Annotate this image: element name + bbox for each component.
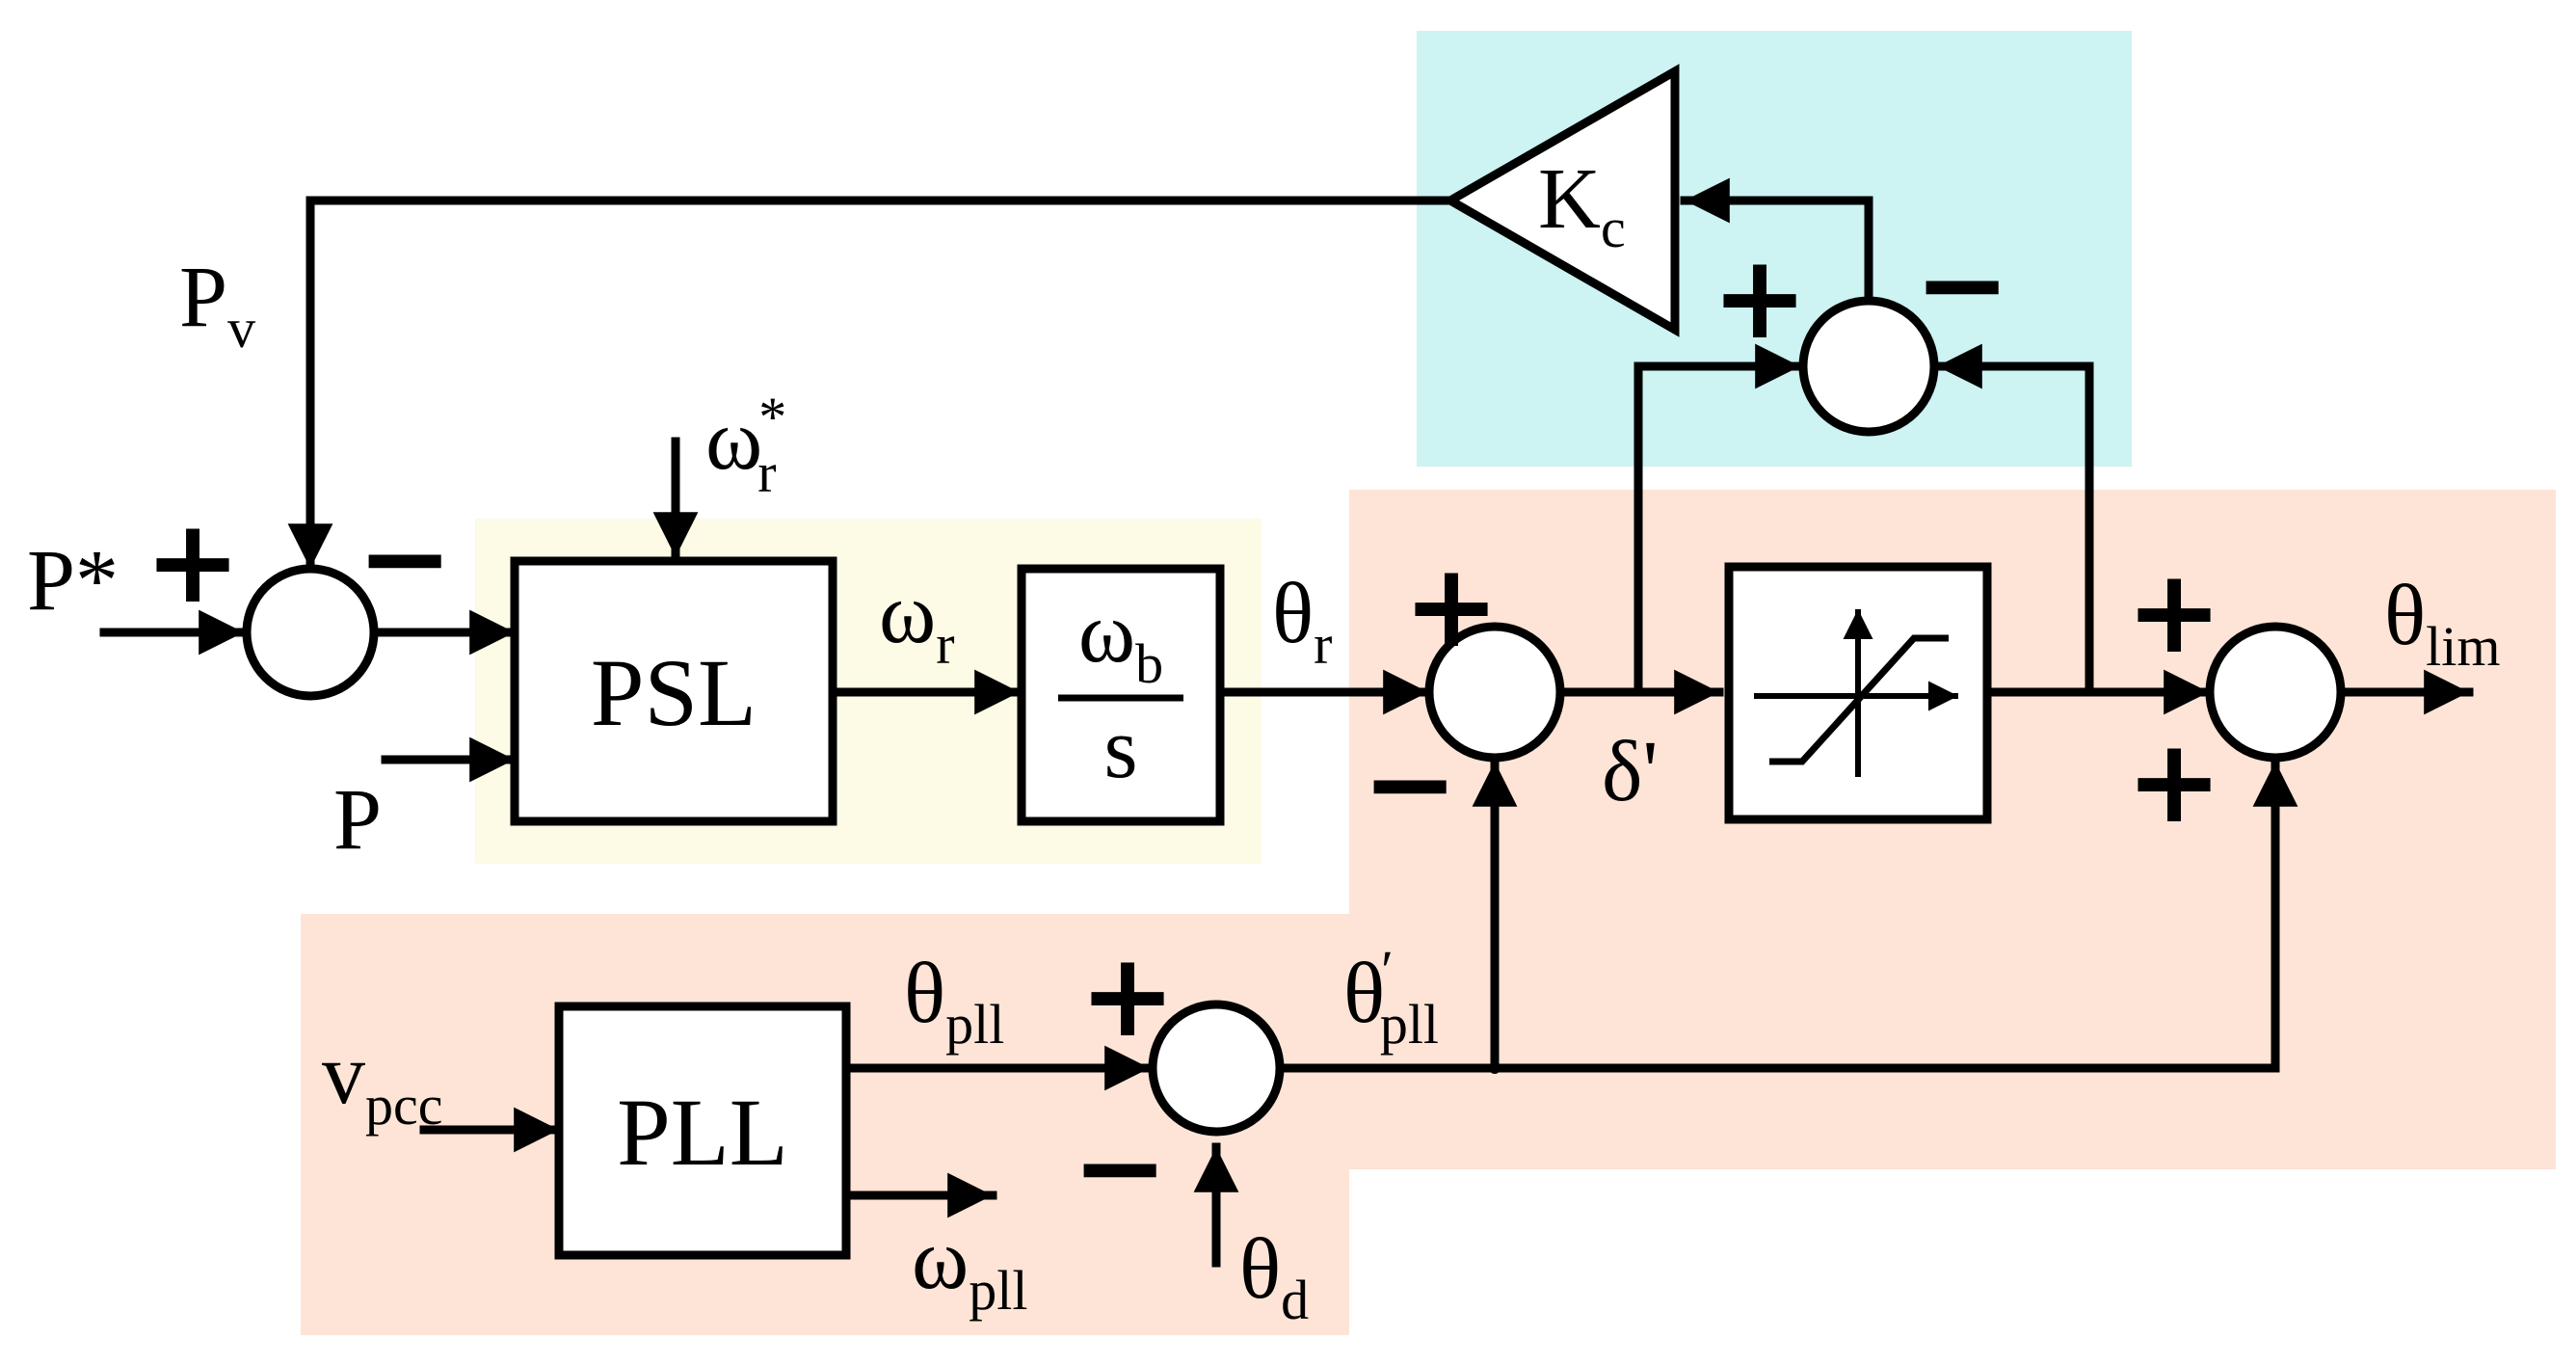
label-p-v: Pv xyxy=(179,250,255,360)
label-theta-r: θr xyxy=(1272,566,1332,676)
label-theta-pll: θpll xyxy=(904,946,1004,1056)
wires xyxy=(99,177,2474,1268)
sum-theta-lim xyxy=(2205,622,2346,763)
pll-block-label: PLL xyxy=(617,1079,788,1186)
label-theta-d: θd xyxy=(1239,1221,1309,1331)
sum-kc-error xyxy=(1798,296,1939,437)
label-omega-r: ωr xyxy=(879,566,955,676)
sign-plus-pref: + xyxy=(145,495,242,629)
sign-minus-theta-pll-prime: − xyxy=(1362,717,1459,851)
psl-block xyxy=(510,556,837,826)
label-delta-prime: δ' xyxy=(1602,724,1659,819)
sign-minus-pv: − xyxy=(357,492,454,626)
sign-plus-theta-pll-prime-out: + xyxy=(2126,715,2223,849)
sign-minus-theta-d: − xyxy=(1072,1101,1169,1235)
limiter-branch-wire xyxy=(1932,343,2094,697)
integrator-denominator: s xyxy=(1103,701,1137,796)
sign-plus-limiter-out: + xyxy=(2126,546,2223,680)
sign-plus-kc-delta: + xyxy=(1712,231,1809,365)
junction-dot xyxy=(1489,1062,1500,1074)
sign-minus-kc-limiter: − xyxy=(1914,218,2011,352)
label-omega-pll: ωpll xyxy=(912,1212,1027,1322)
label-p-ref: P* xyxy=(27,533,119,629)
pll-block xyxy=(554,1002,851,1260)
saturation-icon xyxy=(1754,609,1958,777)
sum-kc-to-gain-wire xyxy=(1680,177,1873,306)
label-omega-r-ref: ω*r xyxy=(705,386,786,504)
theta-pll-prime-wire xyxy=(1277,757,2298,1073)
label-v-pcc: vpcc xyxy=(322,1027,443,1137)
limit-region xyxy=(301,490,2556,1335)
sum-pll-offset xyxy=(1148,1000,1285,1137)
psl-block-label: PSL xyxy=(591,639,757,746)
label-theta-pll-prime: θ′pll xyxy=(1343,939,1439,1056)
pv-feedback-wire xyxy=(287,196,1455,574)
kc-gain-label: Kc xyxy=(1538,151,1626,259)
sign-plus-theta-pll: + xyxy=(1079,929,1177,1063)
delta-branch-wire xyxy=(1633,343,1805,697)
sign-plus-theta-r: + xyxy=(1403,540,1500,674)
integrator-numerator: ωb xyxy=(1078,585,1163,695)
sum-power-error xyxy=(242,564,379,701)
kc-gain-block xyxy=(1441,64,1680,337)
sum-angle-difference xyxy=(1424,622,1565,763)
label-theta-lim: θlim xyxy=(2384,568,2500,678)
label-p: P xyxy=(333,772,382,868)
